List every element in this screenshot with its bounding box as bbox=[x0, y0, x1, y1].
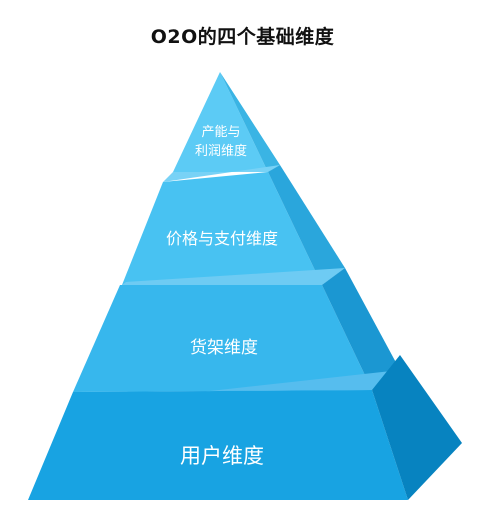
diagram-title: O2O的四个基础维度 bbox=[150, 26, 335, 48]
pyramid-level-shelf: 货架维度 bbox=[73, 268, 400, 392]
level-4-front-face bbox=[28, 390, 408, 500]
level-2-label: 价格与支付维度 bbox=[166, 229, 278, 248]
level-2-side-face bbox=[268, 165, 345, 285]
pyramid-level-profit: 产能与 利润维度 bbox=[173, 72, 280, 172]
level-1-label-line-2: 利润维度 bbox=[195, 143, 247, 159]
level-1-front-face bbox=[173, 72, 268, 172]
pyramid-level-price-payment: 价格与支付维度 bbox=[122, 165, 345, 285]
level-2-top-face bbox=[163, 165, 280, 182]
level-2-front-face bbox=[122, 172, 322, 285]
pyramid-level-user: 用户维度 bbox=[28, 355, 462, 500]
level-3-front-face bbox=[73, 285, 372, 392]
level-3-label: 货架维度 bbox=[190, 338, 258, 358]
level-4-side-face bbox=[372, 355, 462, 500]
level-3-top-face bbox=[122, 268, 345, 285]
level-4-label: 用户维度 bbox=[180, 444, 264, 468]
level-1-side-face bbox=[220, 72, 280, 172]
level-1-label-line-1: 产能与 bbox=[201, 125, 240, 140]
level-3-side-face bbox=[322, 268, 400, 390]
